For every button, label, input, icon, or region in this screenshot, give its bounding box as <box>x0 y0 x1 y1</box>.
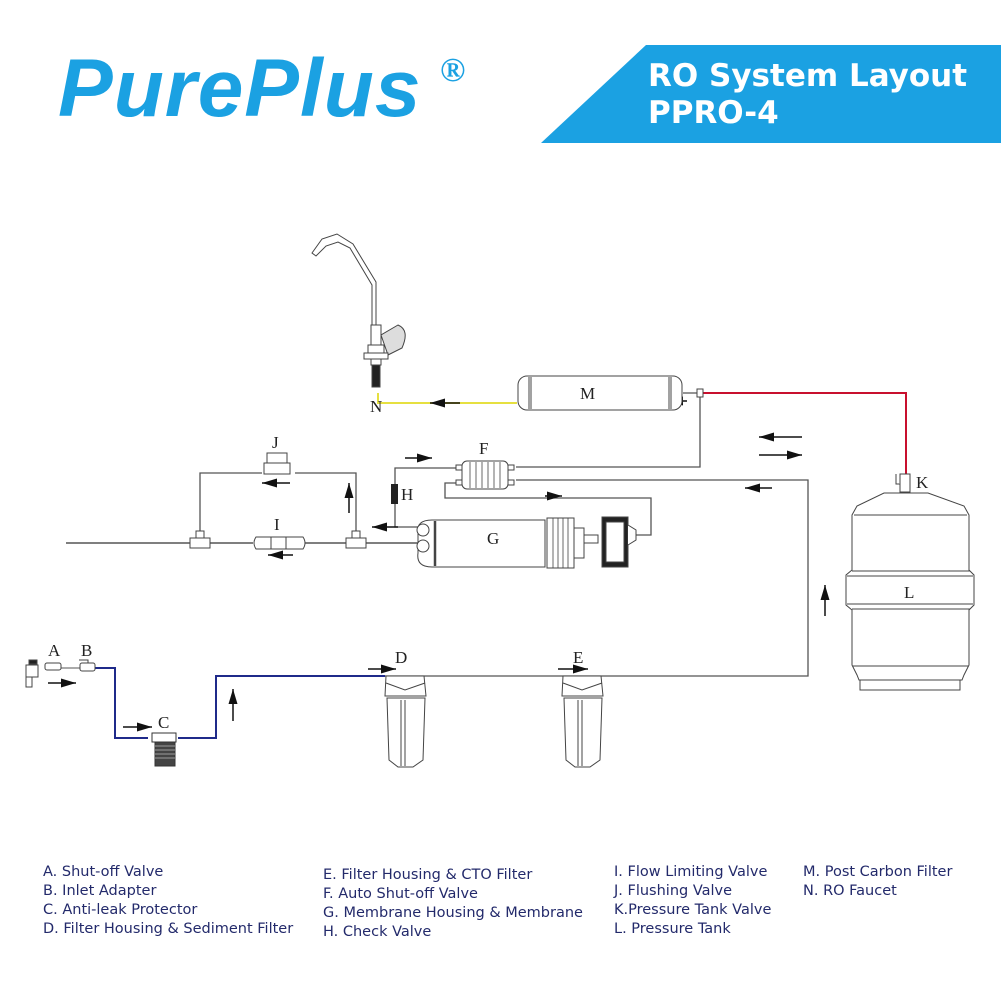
component-labels: A B C D E F G H I J K L M N <box>48 384 929 732</box>
tee-fitting-icon <box>189 530 367 549</box>
shutoff-valve-icon <box>25 659 62 688</box>
pressure-tank-icon <box>845 492 975 691</box>
f-to-m-line <box>516 393 701 468</box>
flushing-valve-icon <box>263 452 291 475</box>
tank-line <box>703 392 907 475</box>
label-c: C <box>158 713 169 732</box>
label-f: F <box>479 439 488 458</box>
legend-item: F. Auto Shut-off Valve <box>323 886 478 902</box>
legend-item: C. Anti-leak Protector <box>43 902 198 918</box>
label-g: G <box>487 529 499 548</box>
legend-item: G. Membrane Housing & Membrane <box>323 905 583 921</box>
legend-item: D. Filter Housing & Sediment Filter <box>43 921 294 937</box>
post-carbon-filter-icon <box>517 375 704 411</box>
flow-arrows <box>48 396 830 732</box>
legend-item: M. Post Carbon Filter <box>803 864 953 880</box>
legend-item: B. Inlet Adapter <box>43 883 157 899</box>
label-e: E <box>573 648 583 667</box>
label-n: N <box>370 397 382 416</box>
pure-line <box>377 393 517 404</box>
label-b: B <box>81 641 92 660</box>
legend-item: J. Flushing Valve <box>614 883 733 899</box>
label-m: M <box>580 384 595 403</box>
label-a: A <box>48 641 61 660</box>
title-line-2: PPRO-4 <box>648 95 779 132</box>
label-i: I <box>274 515 280 534</box>
flow-limiting-valve-icon <box>253 536 306 550</box>
registered-mark: ® <box>440 52 466 89</box>
prefilter-line <box>385 479 809 677</box>
check-valve-icon <box>391 484 398 504</box>
cto-filter-housing-icon <box>561 675 604 768</box>
feed-line <box>94 667 385 739</box>
flush-line <box>199 472 357 538</box>
page-title: RO System Layout PPRO-4 <box>648 58 967 132</box>
legend-column-4: M. Post Carbon Filter N. RO Faucet <box>803 863 952 901</box>
legend-item: L. Pressure Tank <box>614 921 731 937</box>
label-h: H <box>401 485 413 504</box>
label-k: K <box>916 473 929 492</box>
ro-faucet-icon <box>311 233 406 388</box>
anti-leak-protector-icon <box>151 732 177 767</box>
brand-logo: PurePlus <box>58 43 422 134</box>
legend-column-3: I. Flow Limiting Valve J. Flushing Valve… <box>614 863 771 939</box>
pressure-tank-valve-icon <box>895 473 911 493</box>
legend-column-1: A. Shut-off Valve B. Inlet Adapter C. An… <box>43 863 293 939</box>
title-line-1: RO System Layout <box>648 58 968 94</box>
legend-item: A. Shut-off Valve <box>43 864 164 880</box>
legend-item: N. RO Faucet <box>803 883 897 899</box>
label-d: D <box>395 648 407 667</box>
legend-item: E. Filter Housing & CTO Filter <box>323 867 533 883</box>
legend-column-2: E. Filter Housing & CTO Filter F. Auto S… <box>323 866 583 942</box>
legend-item: K.Pressure Tank Valve <box>614 902 772 918</box>
label-l: L <box>904 583 914 602</box>
membrane-housing-icon <box>416 516 637 569</box>
legend-item: H. Check Valve <box>323 924 432 940</box>
label-j: J <box>272 433 279 452</box>
inlet-adapter-icon <box>79 659 96 672</box>
auto-shutoff-valve-icon <box>455 460 515 490</box>
legend-item: I. Flow Limiting Valve <box>614 864 768 880</box>
title-banner <box>541 45 1001 143</box>
sediment-filter-housing-icon <box>384 675 427 768</box>
